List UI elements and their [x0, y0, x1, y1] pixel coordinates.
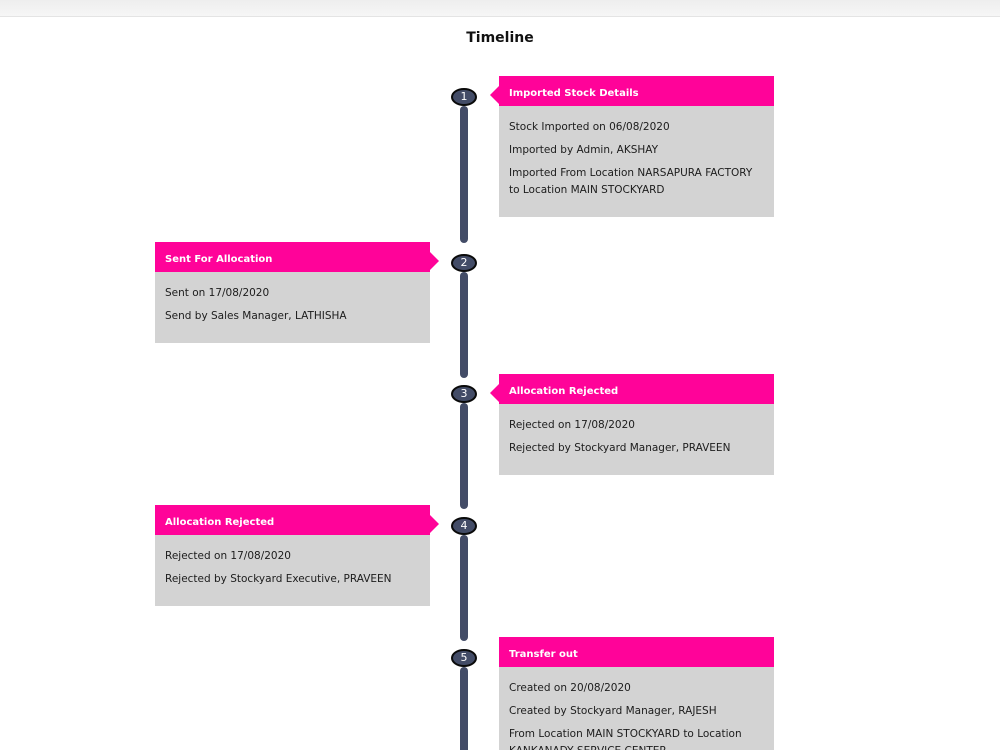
card-title: Imported Stock Details	[490, 76, 774, 106]
page-title: Timeline	[466, 30, 534, 46]
card-line: Rejected by Stockyard Executive, PRAVEEN	[165, 573, 392, 585]
card-title: Transfer out	[499, 637, 774, 667]
step-marker-4: 4	[451, 517, 477, 535]
card-body: Rejected on 17/08/2020 Rejected by Stock…	[155, 535, 430, 606]
timeline-card-allocation-rejected: Allocation Rejected Rejected on 17/08/20…	[155, 505, 439, 606]
card-line: Stock Imported on 06/08/2020	[509, 121, 670, 133]
step-marker-5: 5	[451, 649, 477, 667]
card-line: Rejected by Stockyard Manager, PRAVEEN	[509, 442, 731, 454]
step-marker-1: 1	[451, 88, 477, 106]
timeline-line	[460, 535, 468, 641]
card-line: Send by Sales Manager, LATHISHA	[165, 310, 347, 322]
timeline-card-allocation-rejected: Allocation Rejected Rejected on 17/08/20…	[490, 374, 774, 475]
card-line: Created by Stockyard Manager, RAJESH	[509, 705, 717, 717]
card-body: Sent on 17/08/2020 Send by Sales Manager…	[155, 272, 430, 343]
card-line: Imported From Location NARSAPURA FACTORY…	[509, 167, 753, 196]
card-line: Rejected on 17/08/2020	[509, 419, 635, 431]
card-title: Sent For Allocation	[155, 242, 439, 272]
step-marker-2: 2	[451, 254, 477, 272]
timeline-card-sent-for-allocation: Sent For Allocation Sent on 17/08/2020 S…	[155, 242, 439, 343]
card-line: Imported by Admin, AKSHAY	[509, 144, 659, 156]
card-body: Rejected on 17/08/2020 Rejected by Stock…	[499, 404, 774, 475]
timeline-line	[460, 403, 468, 509]
card-title: Allocation Rejected	[155, 505, 439, 535]
timeline-line	[460, 272, 468, 378]
card-body: Stock Imported on 06/08/2020 Imported by…	[499, 106, 774, 217]
timeline-line	[460, 106, 468, 243]
card-body: Created on 20/08/2020 Created by Stockya…	[499, 667, 774, 750]
step-marker-3: 3	[451, 385, 477, 403]
card-line: Created on 20/08/2020	[509, 682, 631, 694]
timeline-card-imported-stock: Imported Stock Details Stock Imported on…	[490, 76, 774, 217]
browser-top-bar	[0, 0, 1000, 17]
timeline-card-transfer-out: Transfer out Created on 20/08/2020 Creat…	[499, 637, 774, 750]
card-title: Allocation Rejected	[490, 374, 774, 404]
card-line: Rejected on 17/08/2020	[165, 550, 291, 562]
card-line: From Location MAIN STOCKYARD to Location…	[509, 728, 742, 750]
timeline-line	[460, 667, 468, 750]
card-line: Sent on 17/08/2020	[165, 287, 270, 299]
